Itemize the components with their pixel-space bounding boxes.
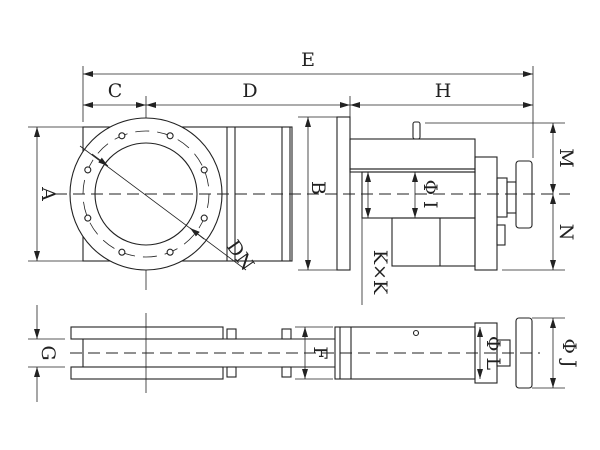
mounting-plate <box>336 116 351 271</box>
label-h: H <box>435 80 452 102</box>
label-m: M <box>555 148 577 167</box>
label-n: N <box>555 224 577 241</box>
gate-plate-lower <box>70 366 224 380</box>
handwheel <box>515 160 533 229</box>
gate-plate-upper <box>70 326 224 340</box>
label-kxk: K×K <box>369 250 391 295</box>
label-f: F <box>309 346 331 359</box>
label-b: B <box>307 181 329 195</box>
bolt-hole <box>200 214 208 222</box>
label-phi-i: Φ I <box>419 179 441 208</box>
cylinder-body <box>361 171 476 219</box>
bolt-hole <box>118 248 126 256</box>
bolt-hole <box>166 132 174 140</box>
bolt-hole <box>166 248 174 256</box>
bolt-hole <box>118 132 126 140</box>
bolt-hole <box>200 166 208 174</box>
cylinder-top <box>349 138 476 170</box>
shaft-coupling <box>496 177 508 218</box>
actuator-base <box>391 217 476 267</box>
grease-nipple <box>412 121 421 140</box>
label-a: A <box>37 186 59 201</box>
top-view: G F Φ L Φ J <box>28 305 580 402</box>
grease-nipple-top <box>412 329 420 337</box>
label-c: C <box>108 80 123 102</box>
label-phi-j: Φ J <box>558 338 580 367</box>
dimension-dn <box>79 145 247 271</box>
bolt-hole <box>84 166 92 174</box>
label-e: E <box>301 49 315 71</box>
label-d: D <box>242 80 257 102</box>
label-g: G <box>37 345 59 360</box>
bolt-holes <box>84 132 208 256</box>
front-view: E C D H A DN B <box>28 49 577 305</box>
end-cap <box>474 156 498 271</box>
bolt-hole <box>84 214 92 222</box>
nut <box>496 224 506 246</box>
